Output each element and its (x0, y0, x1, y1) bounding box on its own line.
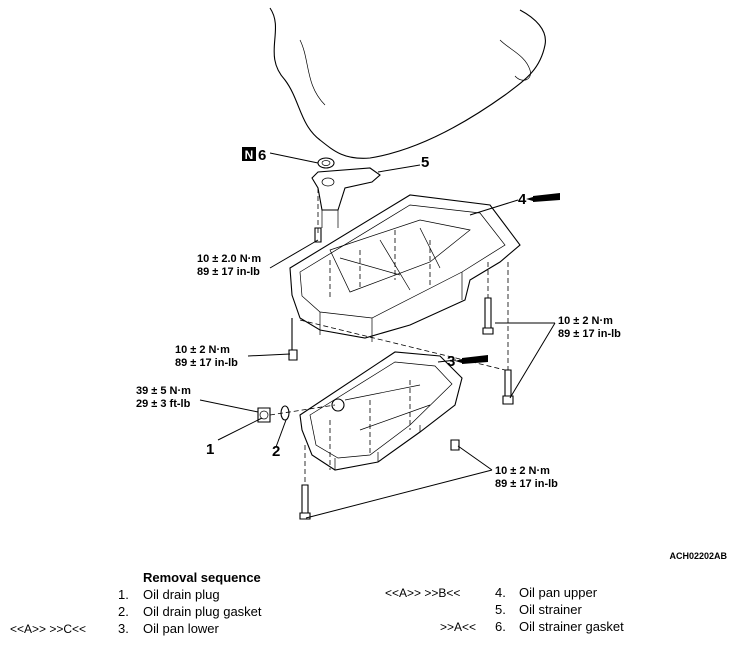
torque-strainer-inlb: 89 ± 17 in-lb (197, 266, 260, 278)
strainer-bolt (314, 227, 322, 243)
torque-drain-nm: 39 ± 5 N·m (136, 385, 191, 397)
upper-pan-bolt-left (288, 318, 298, 361)
callout-1: 1 (206, 441, 214, 458)
upper-pan-bolt-right-a (482, 297, 494, 335)
callout-2: 2 (272, 443, 280, 460)
lower-pan-bolt-a (299, 484, 311, 520)
legend-item-1-num: 1. (118, 587, 129, 602)
callout-4: 4 (518, 191, 527, 208)
oil-pan-upper-part (289, 194, 521, 342)
torque-strainer-nm: 10 ± 2.0 N·m (197, 253, 261, 265)
torque-upper-right-inlb: 89 ± 17 in-lb (558, 328, 621, 340)
callout-3: 3 (447, 353, 455, 370)
legend-item-6-text: Oil strainer gasket (519, 619, 624, 634)
sealant-icon (526, 193, 560, 202)
torque-drain-ftlb: 29 ± 3 ft-lb (136, 398, 191, 410)
torque-upper-right-nm: 10 ± 2 N·m (558, 315, 613, 327)
strainer-gasket-part (317, 157, 335, 169)
legend-item-4-tags: <<A>> >>B<< (385, 586, 461, 600)
oil-strainer-part (311, 167, 381, 228)
legend-item-6-num: 6. (495, 619, 506, 634)
torque-upper-left-nm: 10 ± 2 N·m (175, 344, 230, 356)
engine-block-outline (269, 7, 546, 159)
new-part-badge-letter: N (245, 148, 254, 162)
legend-item-2-num: 2. (118, 604, 129, 619)
legend-item-3-text: Oil pan lower (143, 621, 219, 636)
upper-pan-bolt-right-b (502, 369, 514, 405)
new-part-badge (242, 147, 256, 161)
torque-upper-left-inlb: 89 ± 17 in-lb (175, 357, 238, 369)
legend-item-5-text: Oil strainer (519, 602, 582, 617)
figure-reference-code: ACH02202AB (669, 551, 727, 560)
legend-item-4-num: 4. (495, 585, 506, 600)
drain-plug-part (257, 407, 271, 423)
legend-heading: Removal sequence (143, 570, 261, 585)
torque-lower-nm: 10 ± 2 N·m (495, 465, 550, 477)
exploded-view-diagram: N 6 5 4 3 1 2 10 ± 2.0 N·m 89 ± 17 in-lb… (136, 7, 727, 560)
legend-item-3-num: 3. (118, 621, 129, 636)
lower-pan-bolt-b (450, 439, 460, 451)
removal-sequence-legend: Removal sequence <<A>> >>C<< 1. Oil drai… (0, 566, 737, 646)
legend-item-6-tags: >>A<< (440, 620, 477, 634)
sealant-icon (455, 355, 488, 364)
callout-5: 5 (421, 154, 429, 171)
legend-item-2-text: Oil drain plug gasket (143, 604, 262, 619)
legend-item-1-text: Oil drain plug (143, 587, 220, 602)
oil-pan-lower-part (299, 351, 463, 471)
legend-item-3-tags: <<A>> >>C<< (10, 622, 87, 636)
callout-6: 6 (258, 147, 266, 164)
legend-item-5-num: 5. (495, 602, 506, 617)
torque-lower-inlb: 89 ± 17 in-lb (495, 478, 558, 490)
legend-item-4-text: Oil pan upper (519, 585, 598, 600)
